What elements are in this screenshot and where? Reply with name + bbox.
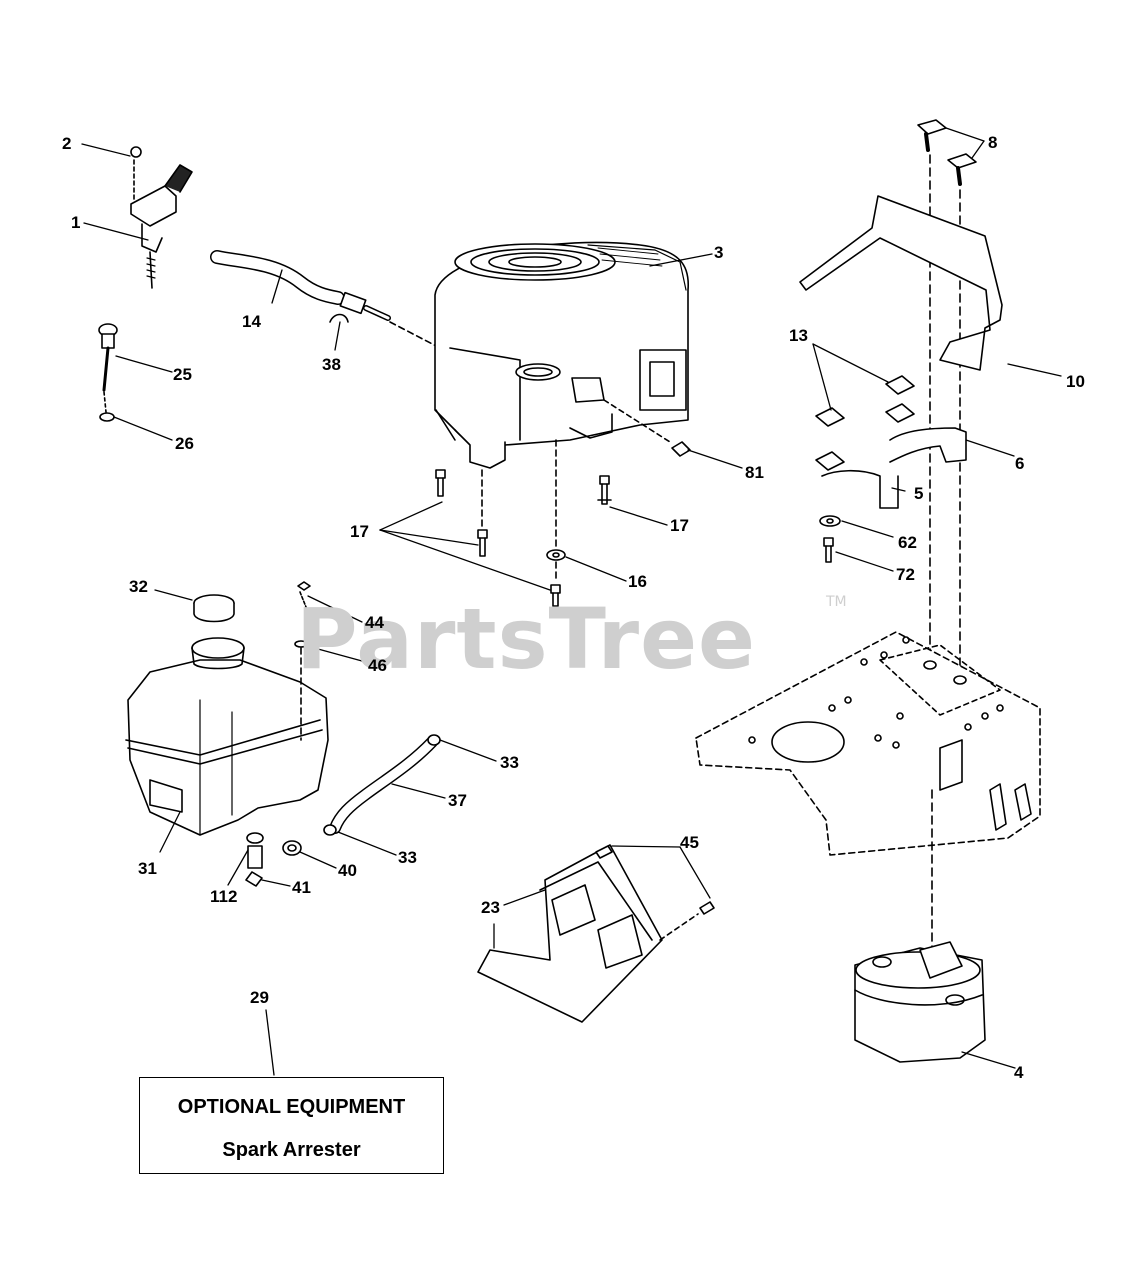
callout-17-left[interactable]: 17 (350, 522, 369, 541)
muffler-part[interactable] (854, 789, 986, 1063)
partstree-watermark: PartsTree (296, 590, 757, 688)
retainer-clip-part[interactable] (99, 391, 115, 422)
callout-8[interactable]: 8 (988, 133, 998, 152)
callout-112[interactable]: 112 (210, 887, 238, 906)
mounting-bolt-part[interactable] (435, 439, 612, 607)
callout-10[interactable]: 10 (1066, 372, 1085, 391)
optional-equipment-heading: OPTIONAL EQUIPMENT (177, 1096, 406, 1118)
callout-33-upper[interactable]: 33 (500, 753, 519, 772)
muffler-bracket-part[interactable] (799, 195, 1003, 371)
exhaust-screw-part[interactable] (823, 537, 834, 563)
callout-5[interactable]: 5 (914, 484, 924, 503)
shield-screw-part[interactable] (595, 845, 715, 941)
callout-14[interactable]: 14 (242, 312, 261, 331)
callout-29[interactable]: 29 (250, 988, 269, 1007)
callout-44[interactable]: 44 (365, 613, 384, 632)
callout-1[interactable]: 1 (71, 213, 81, 232)
callout-81[interactable]: 81 (745, 463, 764, 482)
callout-16[interactable]: 16 (628, 572, 647, 591)
heat-shield-part[interactable] (477, 844, 663, 1023)
engine-part[interactable] (434, 241, 690, 469)
callout-3[interactable]: 3 (714, 243, 724, 262)
callout-32[interactable]: 32 (129, 577, 148, 596)
fuel-tank-part[interactable] (125, 637, 329, 836)
shoulder-bolt-part[interactable] (917, 119, 977, 681)
callout-40[interactable]: 40 (338, 861, 357, 880)
callout-26[interactable]: 26 (175, 434, 194, 453)
callout-38[interactable]: 38 (322, 355, 341, 374)
throttle-control-part[interactable] (130, 164, 193, 289)
engine-frame-part[interactable] (695, 631, 1041, 856)
exhaust-gasket-part[interactable] (815, 375, 915, 471)
callout-2[interactable]: 2 (62, 134, 72, 153)
optional-equipment-box: OPTIONAL EQUIPMENT Spark Arrester (139, 1077, 444, 1174)
engine-fitting-part[interactable] (671, 441, 691, 457)
callout-45[interactable]: 45 (680, 833, 699, 852)
washer-part[interactable] (546, 549, 566, 583)
callout-31[interactable]: 31 (138, 859, 157, 878)
trademark-symbol: TM (826, 594, 847, 610)
bushing-part[interactable] (282, 840, 302, 856)
fuel-cap-part[interactable] (193, 594, 235, 623)
callout-6[interactable]: 6 (1015, 454, 1025, 473)
callout-17-right[interactable]: 17 (670, 516, 689, 535)
exhaust-pipe-part[interactable] (821, 427, 967, 509)
callout-23[interactable]: 23 (481, 898, 500, 917)
callout-25[interactable]: 25 (173, 365, 192, 384)
fuel-fitting-part[interactable] (329, 291, 441, 349)
choke-knob-part[interactable] (98, 323, 118, 392)
callout-41[interactable]: 41 (292, 878, 311, 897)
fuel-hose-part[interactable] (329, 736, 438, 834)
leader-lines (81, 127, 1062, 1076)
callout-4[interactable]: 4 (1014, 1063, 1024, 1082)
fuel-line-part[interactable] (210, 250, 345, 305)
callout-13[interactable]: 13 (789, 326, 808, 345)
callout-72[interactable]: 72 (896, 565, 915, 584)
callout-46[interactable]: 46 (368, 656, 387, 675)
callout-33-lower[interactable]: 33 (398, 848, 417, 867)
callout-62[interactable]: 62 (898, 533, 917, 552)
throttle-screw-part[interactable] (130, 146, 142, 201)
lock-washer-part[interactable] (819, 515, 841, 527)
tank-strap-part[interactable] (294, 581, 311, 741)
callout-37[interactable]: 37 (448, 791, 467, 810)
hose-clamp-part[interactable] (323, 734, 441, 836)
spark-arrester-label[interactable]: Spark Arrester (222, 1139, 361, 1161)
shutoff-valve-part[interactable] (245, 832, 264, 887)
